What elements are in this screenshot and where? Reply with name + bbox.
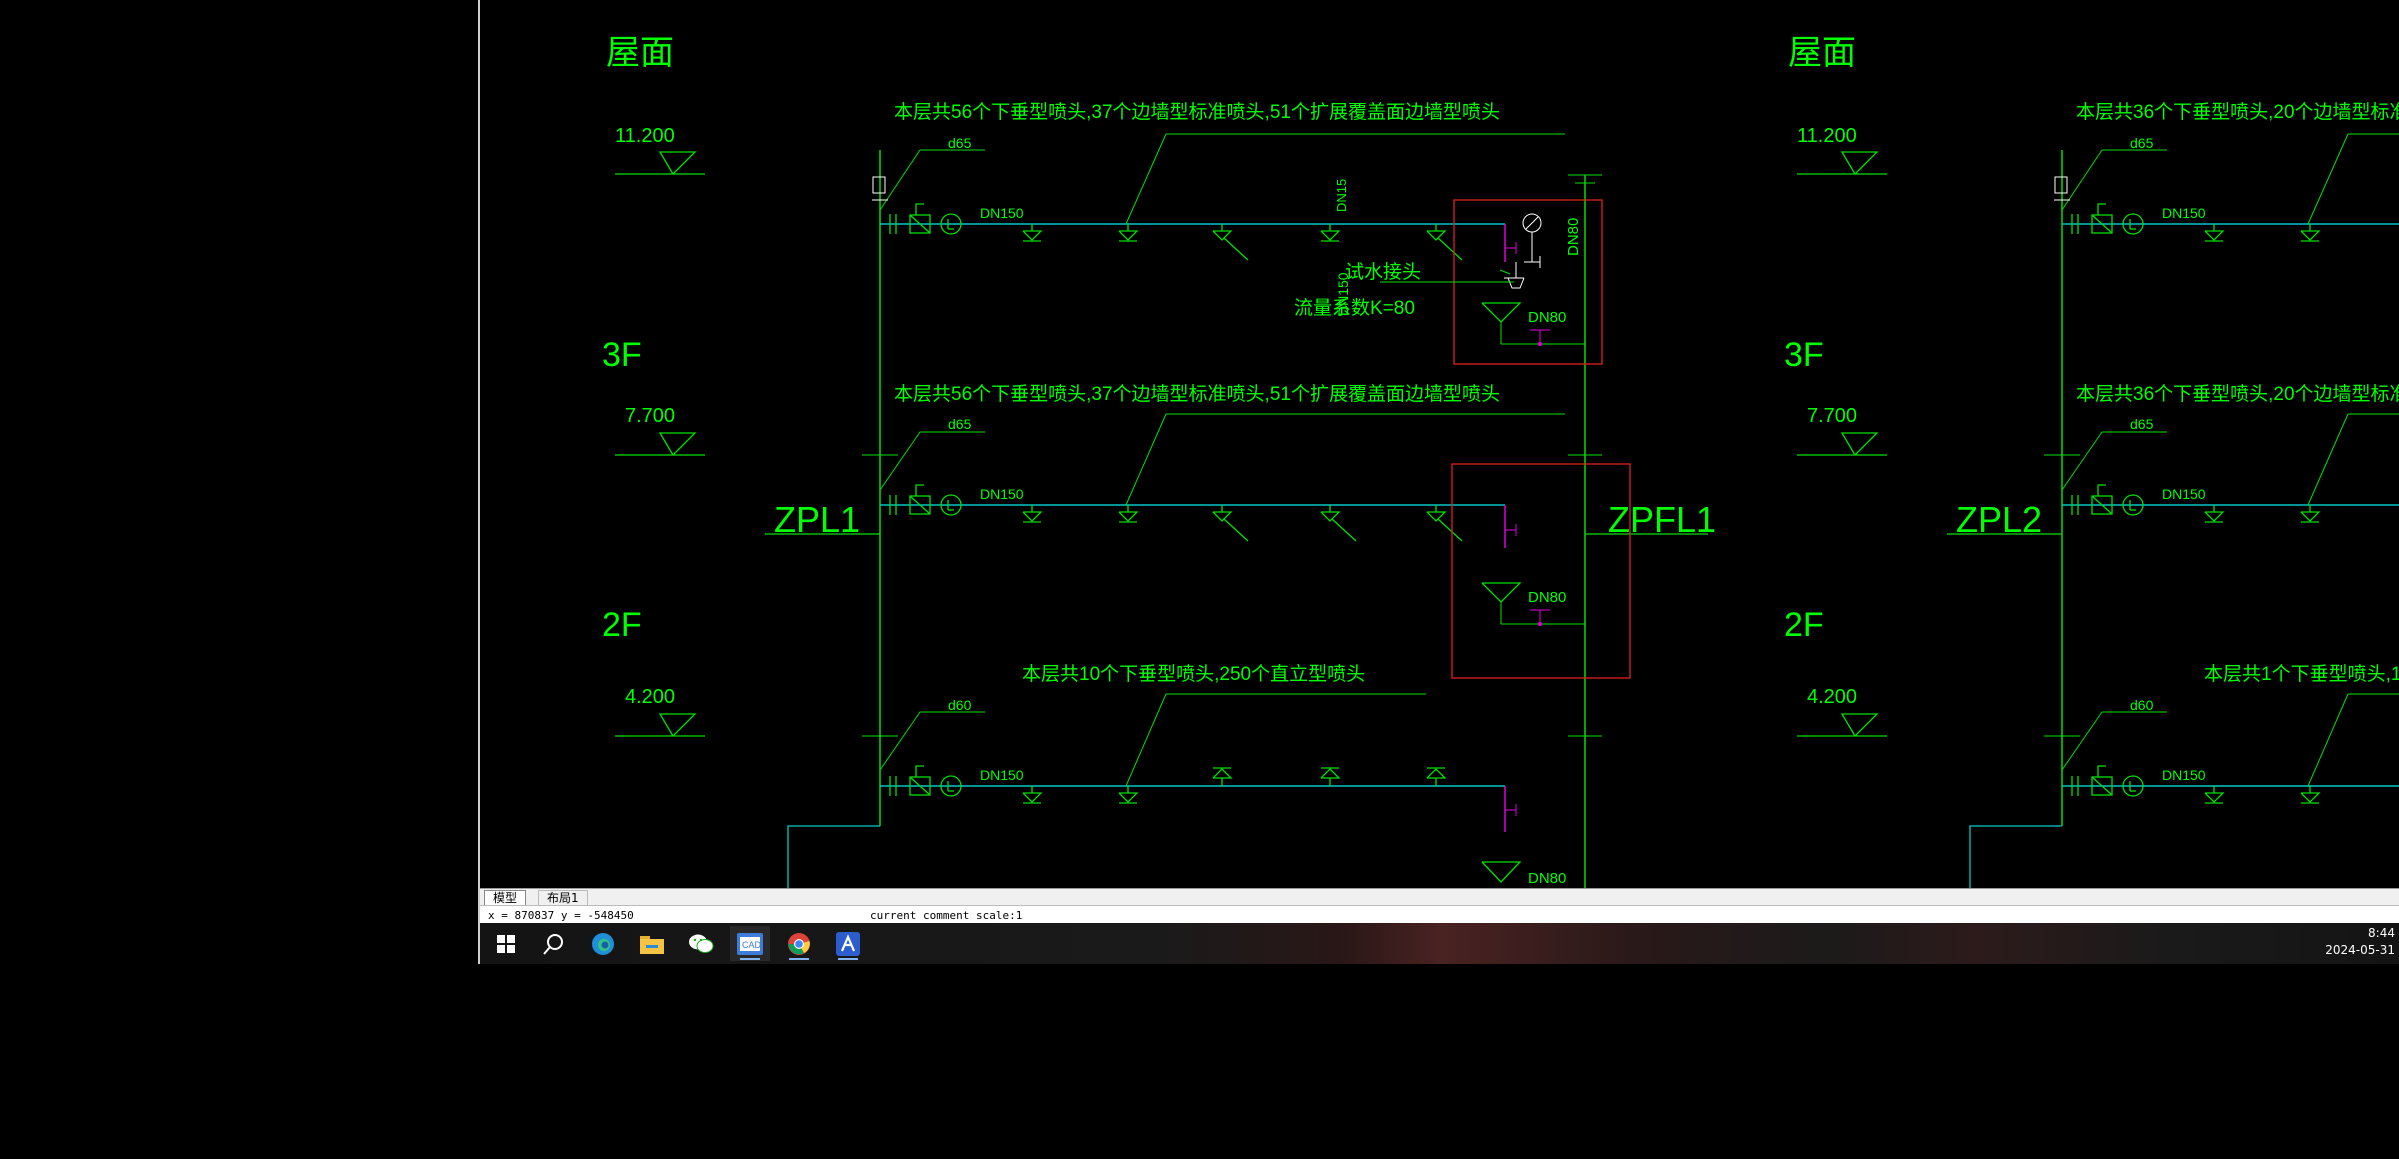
chrome-icon[interactable] xyxy=(779,926,819,961)
floor-label-3f: 3F xyxy=(602,336,642,374)
edge-browser-icon[interactable] xyxy=(583,926,623,961)
svg-text:CAD: CAD xyxy=(742,940,762,950)
pipe-size-dn80-2f: DN80 xyxy=(1528,870,1566,887)
pipe-size-d60-2f-right: d60 xyxy=(2130,697,2154,713)
annotation-right-3f: 本层共36个下垂型喷头,20个边墙型标准喷头,35个扩 xyxy=(2076,383,2399,405)
cad-viewer-window: 屋面 3F 2F 11.200 7.700 4.200 ZPL1 ZPFL1 Z… xyxy=(478,0,2399,964)
search-icon[interactable] xyxy=(534,926,574,961)
floor-label-roof: 屋面 xyxy=(606,34,674,72)
elevation-roof: 11.200 xyxy=(615,125,675,147)
floor-label-2f-right: 2F xyxy=(1784,606,1824,644)
start-icon[interactable] xyxy=(486,926,526,961)
tab-layout1[interactable]: 布局1 xyxy=(538,890,588,905)
pipe-size-dn80-frame-roof: DN80 xyxy=(1528,309,1566,326)
pipe-size-dn150-riser: DN150 xyxy=(1335,272,1351,316)
test-joint-label: 试水接头 xyxy=(1345,261,1421,283)
pipe-size-dn15: DN15 xyxy=(1334,179,1349,212)
pipe-size-dn80-frame-3f: DN80 xyxy=(1528,589,1566,606)
cad-viewer-icon[interactable]: CAD xyxy=(730,926,770,961)
layout-tabs: 模型 布局1 xyxy=(480,888,2399,906)
floor-label-roof-right: 屋面 xyxy=(1788,34,1856,72)
tab-model[interactable]: 模型 xyxy=(484,890,527,905)
pipe-size-d65-roof-right: d65 xyxy=(2130,135,2154,151)
pipe-size-dn150-3f-right: DN150 xyxy=(2162,486,2206,502)
taskbar: CAD 8:44 2024-05-31 xyxy=(480,923,2399,964)
cursor-coordinates: x = 870837 y = -548450 xyxy=(488,909,634,922)
annotation-right-2f: 本层共1个下垂型喷头,146个直 xyxy=(2204,663,2399,685)
pipe-size-dn150-roof: DN150 xyxy=(980,205,1024,221)
pipe-size-dn150-3f: DN150 xyxy=(980,486,1024,502)
file-explorer-icon[interactable] xyxy=(632,926,672,961)
flow-coefficient-label: 流量系数K=80 xyxy=(1294,297,1415,319)
annotation-right-roof: 本层共36个下垂型喷头,20个边墙型标准喷头,35个扩 xyxy=(2076,101,2399,123)
clock-time: 8:44 xyxy=(2368,926,2395,940)
drawing-canvas[interactable]: 屋面 3F 2F 11.200 7.700 4.200 ZPL1 ZPFL1 Z… xyxy=(480,0,2399,888)
floor-label-3f-right: 3F xyxy=(1784,336,1824,374)
autocad-icon[interactable] xyxy=(828,926,868,961)
comment-scale: current comment scale:1 xyxy=(870,909,1023,922)
pipe-size-dn150-2f: DN150 xyxy=(980,767,1024,783)
pipe-size-dn150-2f-right: DN150 xyxy=(2162,767,2206,783)
pipe-size-dn150-roof-right: DN150 xyxy=(2162,205,2206,221)
pipe-size-d65-3f-right: d65 xyxy=(2130,416,2154,432)
pipe-size-dn80-riser: DN80 xyxy=(1565,218,1582,256)
elevation-3f-right: 7.700 xyxy=(1807,405,1857,427)
riser-label-zpfl1: ZPFL1 xyxy=(1608,499,1716,540)
pipe-size-d65-roof: d65 xyxy=(948,135,972,151)
system-clock[interactable]: 8:44 2024-05-31 xyxy=(2325,925,2395,959)
clock-date: 2024-05-31 xyxy=(2325,943,2395,957)
floor-label-2f: 2F xyxy=(602,606,642,644)
riser-label-zpl2: ZPL2 xyxy=(1956,499,2042,540)
riser-label-zpl1: ZPL1 xyxy=(774,499,860,540)
elevation-3f: 7.700 xyxy=(625,405,675,427)
pipe-size-d60-2f: d60 xyxy=(948,697,972,713)
wechat-icon[interactable] xyxy=(681,926,721,961)
annotation-left-3f: 本层共56个下垂型喷头,37个边墙型标准喷头,51个扩展覆盖面边墙型喷头 xyxy=(894,383,1500,405)
annotation-left-roof: 本层共56个下垂型喷头,37个边墙型标准喷头,51个扩展覆盖面边墙型喷头 xyxy=(894,101,1500,123)
status-bar: x = 870837 y = -548450 current comment s… xyxy=(480,905,2399,924)
elevation-2f: 4.200 xyxy=(625,686,675,708)
pipe-size-d65-3f: d65 xyxy=(948,416,972,432)
annotation-left-2f: 本层共10个下垂型喷头,250个直立型喷头 xyxy=(1022,663,1365,685)
elevation-2f-right: 4.200 xyxy=(1807,686,1857,708)
elevation-roof-right: 11.200 xyxy=(1797,125,1857,147)
test-valve-frame-2f xyxy=(1451,463,1631,679)
